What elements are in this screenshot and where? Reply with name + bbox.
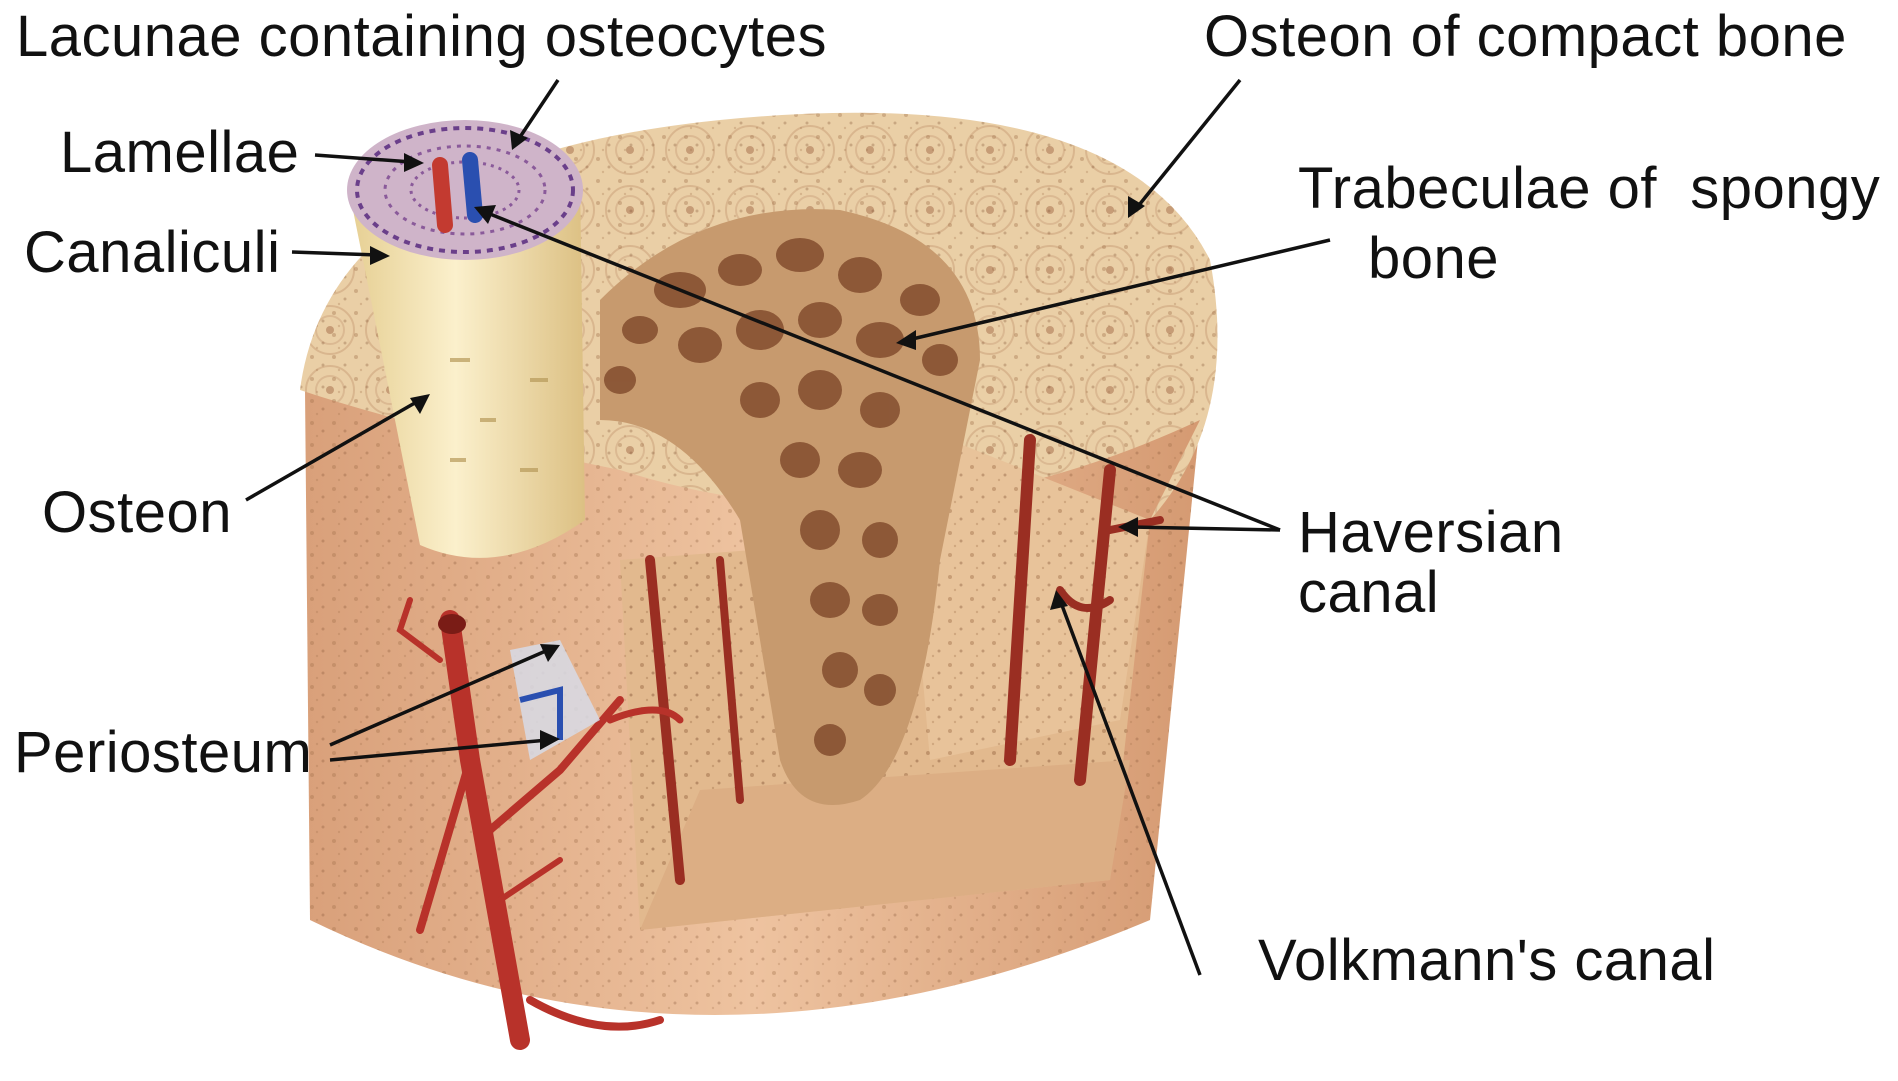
label-canaliculi: Canaliculi: [24, 222, 280, 284]
label-trabeculae-line2: bone: [1368, 228, 1499, 290]
label-haversian-line2: canal: [1298, 562, 1439, 624]
label-lacunae: Lacunae containing osteocytes: [16, 6, 827, 68]
label-haversian-line1: Haversian: [1298, 502, 1564, 564]
label-lamellae: Lamellae: [60, 122, 299, 184]
label-volkmanns-canal: Volkmann's canal: [1258, 930, 1716, 992]
label-osteon: Osteon: [42, 482, 232, 544]
label-periosteum: Periosteum: [14, 722, 312, 784]
label-osteon-of-compact-bone: Osteon of compact bone: [1204, 6, 1847, 68]
label-trabeculae-line1: Trabeculae of spongy: [1298, 158, 1880, 220]
